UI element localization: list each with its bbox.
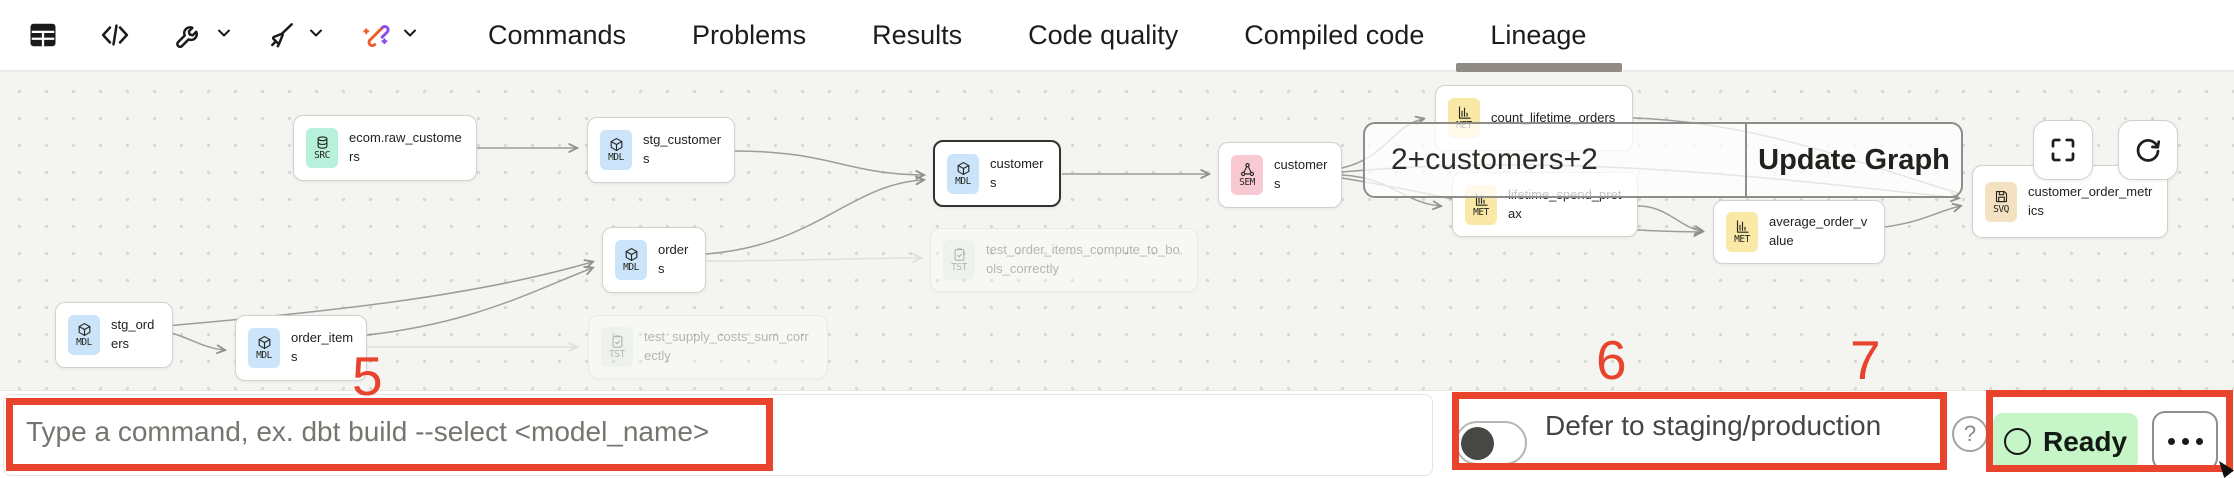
status-circle-icon [2003, 428, 2031, 455]
toggle-knob [1461, 426, 1494, 460]
tab-commands[interactable]: Commands [488, 19, 627, 50]
lineage-node-stg-customers[interactable]: MDL stg_customers [587, 117, 735, 183]
node-type-badge: MET [1726, 212, 1758, 252]
refresh-icon [2136, 139, 2161, 162]
help-icon[interactable]: ? [1952, 416, 1988, 452]
more-options-button[interactable] [2152, 411, 2218, 471]
clipboard-check-icon [612, 335, 622, 348]
active-tab-underline [1456, 63, 1622, 72]
node-type-badge: MDL [947, 153, 979, 194]
node-label: ecom.raw_customers [349, 130, 462, 164]
clipboard-check-icon [954, 248, 964, 261]
lineage-node-stg-orders[interactable]: MDL stg_orders [55, 302, 173, 368]
chevron-down-icon[interactable] [306, 23, 326, 48]
node-label: stg_customers [643, 132, 722, 166]
saved-query-icon [1995, 190, 2007, 202]
refresh-button[interactable] [2118, 120, 2178, 180]
lineage-node-customers[interactable]: SEM customers [1218, 142, 1342, 208]
node-type-badge: SVQ [1985, 181, 2017, 222]
chevron-down-icon[interactable] [214, 23, 234, 48]
node-type-badge: TST [943, 240, 975, 280]
ellipsis-icon [2167, 437, 2175, 445]
tab-problems[interactable]: Problems [692, 19, 807, 50]
panel-tabs: Commands Problems Results Code quality Compi… [488, 0, 1586, 70]
node-label: customers [990, 155, 1044, 190]
defer-label: Defer to staging/production [1545, 410, 1882, 441]
fullscreen-icon [2051, 138, 2075, 162]
lineage-node-average-order-value[interactable]: MET average_order_value [1713, 200, 1885, 264]
database-icon [317, 136, 327, 149]
cube-icon [610, 138, 622, 151]
node-type-badge: SRC [306, 128, 338, 168]
semantic-graph-icon [1240, 162, 1254, 177]
command-bar: Defer to staging/production ? Ready [0, 390, 2234, 478]
graph-selector-overlay: 2+customers+2 Update Graph [1363, 122, 1963, 198]
lineage-node-ecom-raw-customers[interactable]: SRC ecom.raw_customers [293, 115, 477, 181]
node-label: customers [1274, 157, 1328, 191]
editor-toolbar: Commands Problems Results Code quality Compi… [0, 0, 2234, 72]
wrench-icon[interactable] [172, 18, 206, 52]
selector-query[interactable]: 2+customers+2 [1391, 143, 1598, 176]
code-icon[interactable] [98, 18, 132, 52]
node-label: test_supply_costs_sum_correctly [644, 329, 809, 363]
node-type-badge: MDL [68, 315, 100, 355]
node-label: orders [658, 242, 689, 276]
fullscreen-button[interactable] [2033, 120, 2093, 180]
status-label: Ready [2042, 425, 2128, 457]
node-label: test_order_items_compute_to_bools_correc… [986, 242, 1180, 276]
command-input[interactable] [26, 397, 1406, 467]
lineage-node-test-order-items-compute-to-bools-correctly[interactable]: TST test_order_items_compute_to_bools_cor… [930, 228, 1198, 292]
node-type-badge: TST [601, 327, 633, 367]
node-label: average_order_value [1769, 214, 1868, 248]
lineage-node-test-supply-costs-sum-correctly[interactable]: TST test_supply_costs_sum_correctly [588, 315, 828, 379]
lineage-node-orders[interactable]: MDL orders [602, 227, 706, 293]
node-label: customer_order_metrics [2028, 183, 2153, 218]
bar-chart-icon [1458, 106, 1471, 119]
node-type-badge: MDL [600, 130, 632, 170]
cube-icon [957, 161, 969, 175]
node-label: order_items [291, 330, 354, 364]
broom-icon[interactable] [264, 18, 298, 52]
node-type-badge: MDL [615, 240, 647, 280]
cube-icon [625, 248, 637, 261]
node-type-badge: MDL [248, 328, 280, 368]
node-label: stg_orders [111, 317, 155, 351]
defer-toggle[interactable] [1455, 421, 1527, 465]
tab-results[interactable]: Results [872, 19, 963, 50]
node-label: count_lifetime_orders [1491, 109, 1616, 125]
tab-lineage[interactable]: Lineage [1490, 19, 1587, 50]
lineage-node-order-items[interactable]: MDL order_items [235, 315, 367, 381]
wand-icon[interactable] [358, 18, 392, 52]
chevron-down-icon[interactable] [400, 23, 420, 48]
node-type-badge: SEM [1231, 155, 1263, 195]
lineage-node-customers[interactable]: MDL customers [933, 140, 1061, 207]
bar-chart-icon [1736, 220, 1749, 233]
tab-code-quality[interactable]: Code quality [1028, 19, 1179, 50]
cube-icon [258, 336, 270, 349]
status-badge-ready[interactable]: Ready [1993, 413, 2138, 470]
tab-compiled-code[interactable]: Compiled code [1244, 19, 1425, 50]
table-icon[interactable] [26, 18, 60, 52]
update-graph-button[interactable]: Update Graph [1745, 124, 1961, 196]
cube-icon [78, 323, 90, 336]
